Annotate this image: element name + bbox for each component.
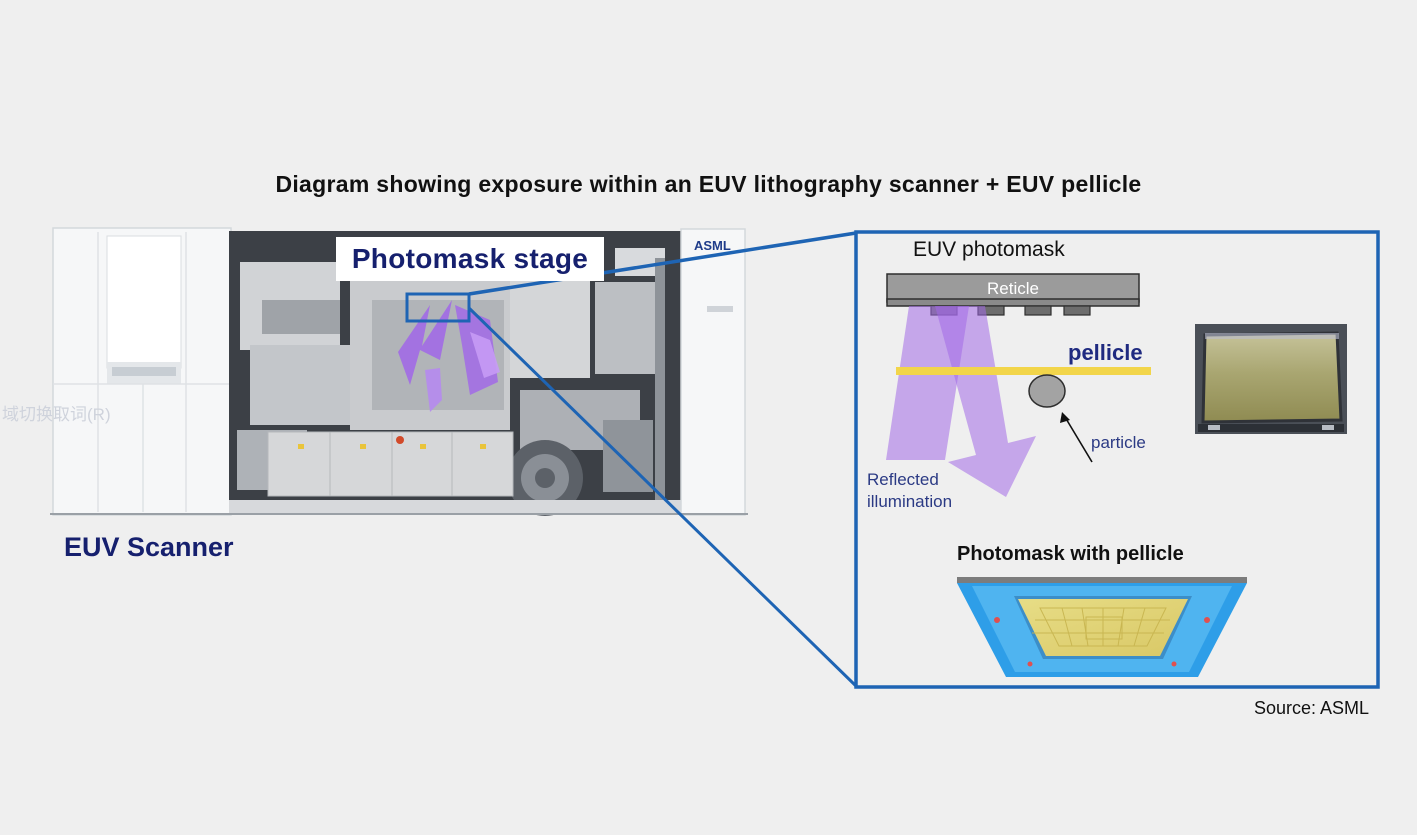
photomask-stage-label: Photomask stage [336, 237, 604, 281]
particle-label: particle [1091, 433, 1146, 452]
reflected-label-line1: Reflected [867, 470, 939, 489]
particle-icon [1028, 374, 1066, 408]
diagram-title: Diagram showing exposure within an EUV l… [275, 171, 1142, 197]
faint-overlay-text: 域切换取词(R) [2, 405, 111, 424]
source-credit: Source: ASML [1254, 698, 1370, 718]
pellicle-label: pellicle [1068, 340, 1143, 365]
reflected-label-line2: illumination [867, 492, 953, 511]
pellicle-photo [1195, 324, 1347, 434]
photomask-with-pellicle-graphic [957, 577, 1247, 677]
reflected-euv-beam [935, 306, 1036, 497]
photomask-with-pellicle-label: Photomask with pellicle [957, 543, 1184, 565]
particle-pointer-arrow [1064, 416, 1093, 463]
reticle-label: Reticle [987, 279, 1039, 298]
reflected-illumination-label: Reflected illumination [867, 469, 952, 513]
euv-photomask-label: EUV photomask [913, 238, 1065, 261]
euv-scanner-label: EUV Scanner [64, 532, 234, 562]
asml-logo: ASML [694, 238, 731, 253]
pellicle-film [896, 367, 1151, 375]
photomask-stage-highlight [405, 292, 471, 323]
